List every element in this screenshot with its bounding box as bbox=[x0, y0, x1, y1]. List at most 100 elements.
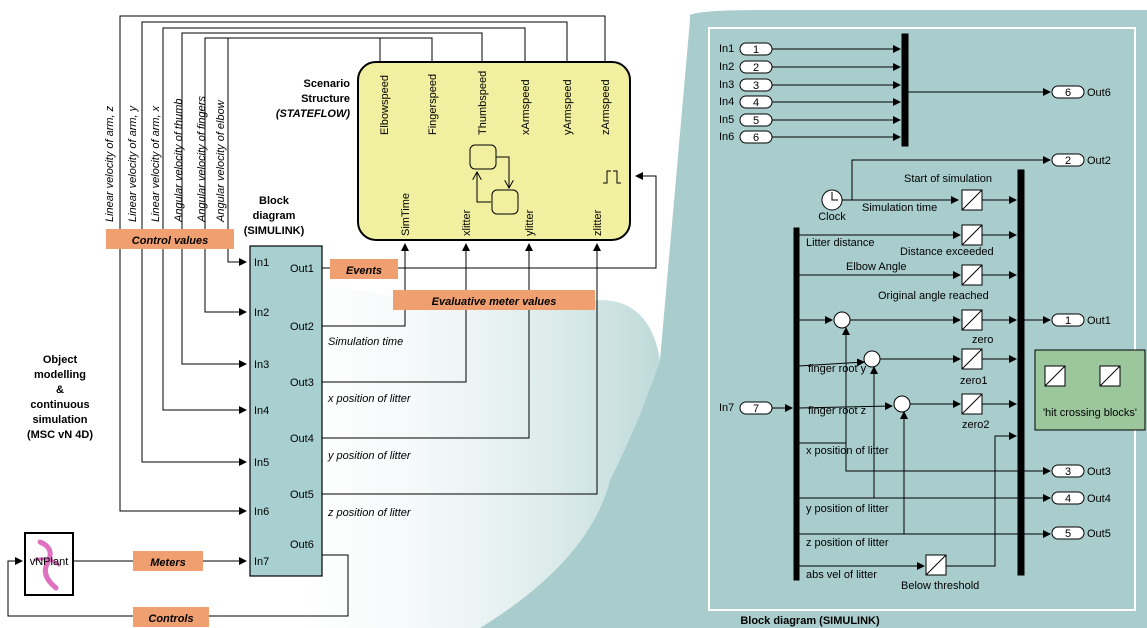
block-diagram-title: Block diagram (SIMULINK) bbox=[244, 195, 305, 237]
object-modelling-line: modelling bbox=[34, 369, 86, 381]
inner-out-number: 4 bbox=[1065, 493, 1071, 505]
teal-background-panel bbox=[480, 10, 1147, 628]
hit-crossing-blocks bbox=[925, 189, 983, 576]
block-title-line: Block bbox=[259, 195, 290, 207]
inner-in-number: 3 bbox=[753, 80, 759, 92]
inner-in-label: In5 bbox=[719, 114, 734, 126]
velocity-label: Linear velocity of arm, y bbox=[127, 104, 139, 222]
controls-tag: Controls bbox=[133, 607, 209, 627]
stateflow-input-labels: Elbowspeed Fingerspeed Thumbspeed xArmsp… bbox=[379, 71, 612, 135]
port-in: In1 bbox=[254, 257, 269, 269]
finger-root-y-label: finger root y bbox=[808, 363, 867, 375]
inner-inputs: In1 In2 In3 In4 In5 In6 1 2 3 4 5 6 bbox=[719, 42, 901, 144]
simulink-block[interactable] bbox=[249, 245, 323, 577]
scenario-title-line: Scenario bbox=[304, 78, 351, 90]
velocity-label: Angular velocity of thumb bbox=[173, 98, 185, 223]
output-desc: x position of litter bbox=[327, 393, 412, 405]
inner-in-label: In1 bbox=[719, 43, 734, 55]
output-desc: Simulation time bbox=[328, 336, 403, 348]
control-values-label: Control values bbox=[132, 235, 208, 247]
sum-block bbox=[833, 311, 851, 329]
evaluative-tag: Evaluative meter values bbox=[393, 290, 595, 310]
inner-out-number: 1 bbox=[1065, 315, 1071, 327]
below-threshold-label: Below threshold bbox=[901, 580, 979, 592]
scenario-title-line: (STATEFLOW) bbox=[276, 108, 350, 120]
plant-figure-icon bbox=[37, 539, 59, 591]
abs-vel-label: abs vel of litter bbox=[806, 569, 877, 581]
stateflow-output: zlitter bbox=[592, 209, 604, 236]
inner-in-number: 4 bbox=[753, 97, 759, 109]
vnplant-block[interactable]: vNPlant bbox=[24, 532, 74, 596]
inner-in-number: 6 bbox=[753, 132, 759, 144]
velocity-labels: Linear velocity of arm, z Linear velocit… bbox=[104, 96, 227, 223]
stateflow-input: Thumbspeed bbox=[477, 71, 489, 135]
inner-in-label: In6 bbox=[719, 131, 734, 143]
inner-in-number: 5 bbox=[753, 115, 759, 127]
original-angle-label: Original angle reached bbox=[878, 290, 989, 302]
finger-root-z-label: finger root z bbox=[808, 405, 866, 417]
block-title-line: (SIMULINK) bbox=[244, 225, 305, 237]
inner-in-number: 7 bbox=[753, 403, 759, 415]
output-desc: y position of litter bbox=[327, 450, 412, 462]
port-out: Out2 bbox=[290, 321, 314, 333]
events-tag: Events bbox=[330, 259, 398, 279]
control-values-tag: Control values bbox=[106, 229, 234, 249]
inner-in-label: In3 bbox=[719, 79, 734, 91]
velocity-label: Linear velocity of arm, z bbox=[104, 105, 116, 222]
inner-block-frame bbox=[708, 27, 1136, 611]
port-in: In2 bbox=[254, 307, 269, 319]
mux-bar bbox=[901, 33, 909, 147]
stateflow-output: xlitter bbox=[461, 209, 473, 236]
object-modelling-line: continuous bbox=[30, 399, 89, 411]
inner-outputs: 6 Out6 2 Out2 1 Out1 3 Out3 4 Out4 5 Out… bbox=[1051, 85, 1111, 540]
x-position-label: x position of litter bbox=[806, 445, 889, 457]
meters-tag: Meters bbox=[133, 551, 203, 571]
sum-block bbox=[893, 395, 911, 413]
inner-in-label: In2 bbox=[719, 61, 734, 73]
start-of-simulation-label: Start of simulation bbox=[904, 173, 992, 185]
sum-block bbox=[863, 350, 881, 368]
y-position-label: y position of litter bbox=[806, 503, 889, 515]
simulink-ports: In1 In2 In3 In4 In5 In6 In7 Out1 Out2 Ou… bbox=[254, 257, 314, 568]
hit-crossing-outputs bbox=[982, 196, 1051, 408]
object-modelling-text: Object modelling & continuous simulation… bbox=[27, 354, 93, 441]
object-modelling-line: Object bbox=[43, 354, 78, 366]
port-in: In7 bbox=[254, 556, 269, 568]
object-modelling-line: simulation bbox=[32, 414, 87, 426]
velocity-label: Angular velocity of fingers bbox=[196, 96, 208, 223]
object-modelling-line: (MSC vN 4D) bbox=[27, 429, 93, 441]
stateflow-states-icon bbox=[469, 144, 519, 215]
zero1-label: zero1 bbox=[960, 375, 988, 387]
inner-out-label: Out4 bbox=[1087, 493, 1111, 505]
port-in: In4 bbox=[254, 405, 269, 417]
output-mux-bar bbox=[1017, 169, 1025, 576]
inner-out-label: Out1 bbox=[1087, 315, 1111, 327]
inner-in-label: In7 bbox=[719, 402, 734, 414]
stateflow-output: SimTime bbox=[400, 193, 412, 236]
object-modelling-line: & bbox=[56, 384, 64, 396]
event-trigger-icon bbox=[603, 170, 621, 184]
port-in: In5 bbox=[254, 457, 269, 469]
zero-label: zero bbox=[972, 334, 993, 346]
distance-exceeded-label: Distance exceeded bbox=[900, 246, 994, 258]
inner-in-label: In4 bbox=[719, 96, 734, 108]
input-wires bbox=[119, 15, 606, 515]
block-title-line: diagram bbox=[253, 210, 296, 222]
port-out: Out4 bbox=[290, 433, 314, 445]
port-in: In6 bbox=[254, 506, 269, 518]
meters-label: Meters bbox=[150, 557, 185, 569]
demux-bar bbox=[793, 227, 800, 581]
port-out: Out6 bbox=[290, 539, 314, 551]
clock-label: Clock bbox=[818, 211, 846, 223]
zero2-label: zero2 bbox=[962, 419, 990, 431]
stateflow-output-labels: SimTime xlitter ylitter zlitter bbox=[400, 193, 604, 236]
inner-out-number: 5 bbox=[1065, 528, 1071, 540]
stateflow-input: yArmspeed bbox=[562, 79, 574, 135]
controls-label: Controls bbox=[148, 613, 193, 625]
litter-distance-label: Litter distance bbox=[806, 237, 874, 249]
teal-fade-zone bbox=[250, 260, 660, 628]
stateflow-input: xArmspeed bbox=[520, 79, 532, 135]
z-position-label: z position of litter bbox=[806, 537, 889, 549]
inner-out-label: Out2 bbox=[1087, 155, 1111, 167]
